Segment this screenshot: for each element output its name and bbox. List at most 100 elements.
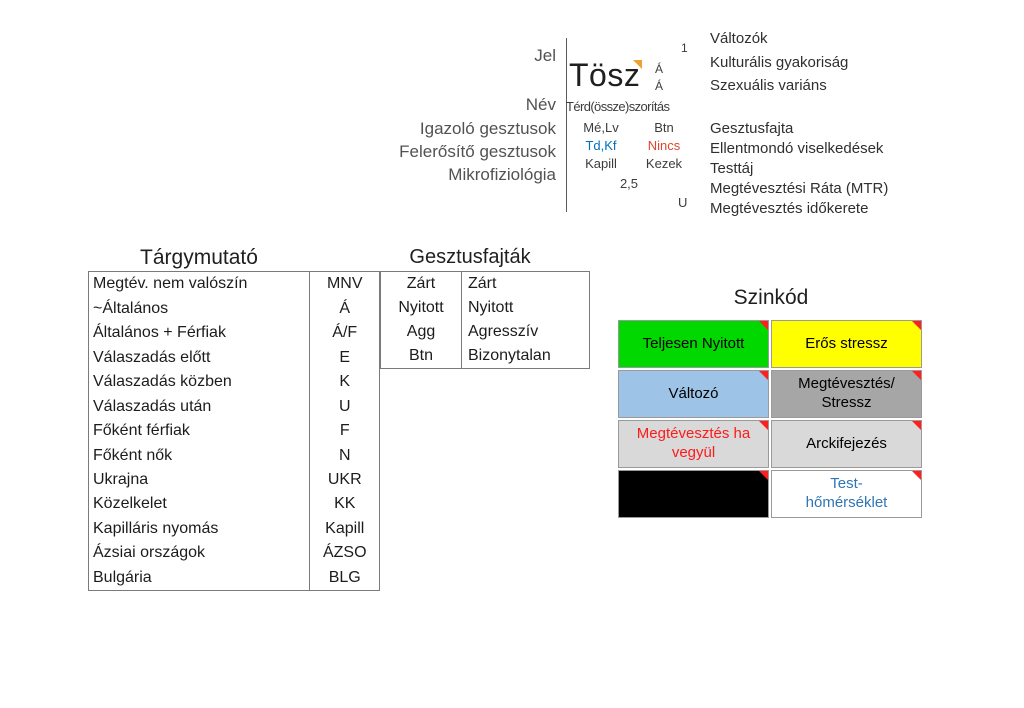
legend-right-label: Kulturális gyakoriság <box>710 54 849 71</box>
index-entry-label: Válaszadás után <box>93 397 212 415</box>
comment-marker-icon <box>912 371 921 380</box>
legend-right-label: Ellentmondó viselkedések <box>710 140 884 157</box>
index-row: Válaszadás után U <box>89 394 379 419</box>
color-cell-4: Megtévesztés/ Stressz <box>771 370 922 418</box>
gesture-abbr: Btn <box>408 347 433 364</box>
index-entry-label: Ázsiai országok <box>93 544 206 562</box>
index-entry-label: Válaszadás előtt <box>93 348 211 366</box>
sample-amplifying-left: Td,Kf <box>585 138 617 153</box>
sample-confirming-left: Mé,Lv <box>583 120 619 135</box>
index-entry-label: Általános + Férfiak <box>93 324 226 342</box>
comment-marker-icon <box>912 321 921 330</box>
legend-right-label: Megtévesztési Ráta (MTR) <box>710 180 889 197</box>
color-cell-label: Arckifejezés <box>806 434 887 452</box>
sample-micro-right: Kezek <box>645 156 683 171</box>
index-row: Közelkelet KK <box>89 492 379 517</box>
comment-marker-icon <box>759 421 768 430</box>
color-cell-label: Megtévesztés/ Stressz <box>798 375 895 411</box>
color-code-title: Szinkód <box>733 286 809 309</box>
gesture-table-title: Gesztusfajták <box>409 246 531 268</box>
index-row: ~Általános Á <box>89 296 379 321</box>
index-entry-label: Válaszadás közben <box>93 373 232 391</box>
sample-sign: Tösz <box>569 57 641 93</box>
index-row: Válaszadás előtt E <box>89 345 379 370</box>
sample-amplifying-right: Nincs <box>647 138 681 153</box>
gesture-name: Agresszív <box>461 320 589 344</box>
index-entry-code: N <box>309 443 379 468</box>
gesture-abbr: Agg <box>406 323 436 340</box>
color-cell-label: Teljesen Nyitott <box>642 334 745 352</box>
index-entry-code: E <box>309 345 379 370</box>
gesture-name: Nyitott <box>461 296 589 320</box>
sample-frequency: 1 <box>681 41 688 55</box>
color-cell-label: Megtévesztés ha vegyül <box>636 425 751 461</box>
index-entry-code: Á/F <box>309 320 379 346</box>
color-cell-5: Megtévesztés ha vegyül <box>618 420 769 468</box>
index-entry-label: Főként nők <box>93 446 173 464</box>
comment-marker-icon <box>759 471 768 480</box>
legend-left-label: Felerősítő gesztusok <box>399 142 556 161</box>
index-entry-label: Ukrajna <box>93 470 149 488</box>
sample-variant-bottom: Á <box>655 79 664 93</box>
legend-right-label: Szexuális variáns <box>710 77 827 94</box>
index-entry-label: Bulgária <box>93 568 152 586</box>
index-entry-code: ÁZSO <box>309 541 379 566</box>
index-row: Ázsiai országok ÁZSO <box>89 541 379 566</box>
comment-marker-icon <box>759 371 768 380</box>
index-entry-label: Megtév. nem valószín <box>93 275 248 293</box>
index-row: Főként nők N <box>89 443 379 468</box>
index-row: Általános + Férfiak Á/F <box>89 320 379 346</box>
color-cell-6: Arckifejezés <box>771 420 922 468</box>
sign-marker-icon <box>633 60 642 69</box>
legend-left-label: Jel <box>534 46 556 65</box>
legend-right-label: Változók <box>710 30 768 47</box>
index-entry-label: Kapilláris nyomás <box>93 519 219 537</box>
gesture-row: Agg Agresszív <box>381 320 589 344</box>
sample-variant-top: Á <box>655 62 664 76</box>
color-cell-7 <box>618 470 769 518</box>
color-cell-3: Változó <box>618 370 769 418</box>
index-entry-code: KK <box>309 492 379 517</box>
gesture-name: Bizonytalan <box>461 344 589 368</box>
index-table-title: Tárgymutató <box>140 246 258 269</box>
gesture-abbr: Nyitott <box>398 299 444 316</box>
gesture-abbr: Zárt <box>406 275 436 292</box>
legend-right-label: Megtévesztés időkerete <box>710 200 869 217</box>
index-entry-code: U <box>309 394 379 419</box>
index-entry-code: Á <box>309 296 379 321</box>
index-entry-label: ~Általános <box>93 299 169 317</box>
legend-right-label: Testtáj <box>710 160 754 177</box>
sample-micro-left: Kapill <box>585 156 617 171</box>
index-entry-code: BLG <box>309 565 379 591</box>
legend-divider-line <box>566 38 567 212</box>
index-entry-code: UKR <box>309 467 379 493</box>
color-cell-label: Változó <box>668 384 719 402</box>
legend-left-label: Igazoló gesztusok <box>419 119 556 138</box>
sample-mtr: 2,5 <box>619 176 639 191</box>
comment-marker-icon <box>912 471 921 480</box>
sample-name: Térd(össze)szorítás <box>566 99 670 114</box>
sample-confirming-right: Btn <box>654 120 674 135</box>
index-row: Válaszadás közben K <box>89 369 379 395</box>
index-entry-label: Közelkelet <box>93 495 167 513</box>
gesture-row: Nyitott Nyitott <box>381 296 589 320</box>
comment-marker-icon <box>912 421 921 430</box>
index-entry-code: K <box>309 369 379 395</box>
color-cell-2: Erős stressz <box>771 320 922 368</box>
color-cell-label: Erős stressz <box>805 334 888 352</box>
sample-timeframe: U <box>678 195 688 210</box>
gesture-row: Btn Bizonytalan <box>381 344 589 368</box>
legend-right-label: Gesztusfajta <box>710 120 794 137</box>
legend-left-label: Mikrofiziológia <box>448 165 556 184</box>
comment-marker-icon <box>759 321 768 330</box>
